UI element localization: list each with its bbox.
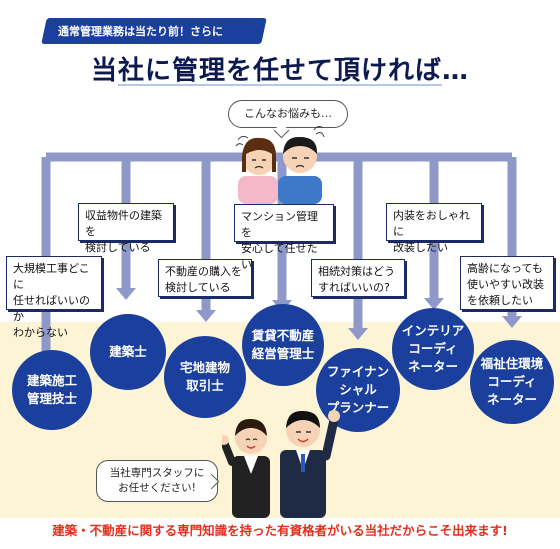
pro-rental-manager: 賃貸不動産 経営管理士 [242, 304, 324, 386]
pro-welfare-coordinator: 福祉住環境 コーディ ネーター [470, 340, 554, 424]
worried-couple-illustration [235, 126, 325, 204]
page-title: 当社に管理を任せて頂ければ… [90, 56, 469, 86]
footer-tagline: 建築・不動産に関する専門知識を持った有資格者がいる当社だからこそ出来ます! [52, 523, 508, 538]
concern-box-inheritance: 相続対策はどう すればいいの? [311, 259, 405, 297]
thought-bubble: こんなお悩みも… [228, 100, 348, 128]
pro-interior-coordinator: インテリア コーディ ネーター [392, 308, 474, 390]
ribbon-text: 通常管理業務は当たり前！さらに [58, 25, 223, 38]
concern-box-interior: 内装をおしゃれに 改装したい [386, 203, 482, 254]
title-underline [118, 84, 442, 86]
concern-box-building-investment: 収益物件の建築を 検討している [78, 203, 174, 254]
concern-box-purchase: 不動産の購入を 検討している [158, 259, 252, 297]
pro-real-estate-broker: 宅地建物 取引士 [164, 336, 246, 418]
pro-construction-manager: 建築施工 管理技士 [12, 350, 92, 430]
concern-box-construction: 大規模工事どこに 任せればいいのか わからない [6, 256, 102, 339]
staff-speech-bubble: 当社専門スタッフに お任せください! [96, 460, 218, 502]
concern-box-accessibility: 高齢になっても 使いやすい改装 を依頼したい [460, 256, 554, 310]
concern-box-management: マンション管理を 安心して任せたい [234, 204, 334, 271]
pro-architect: 建築士 [90, 314, 166, 390]
staff-illustration [222, 410, 340, 518]
